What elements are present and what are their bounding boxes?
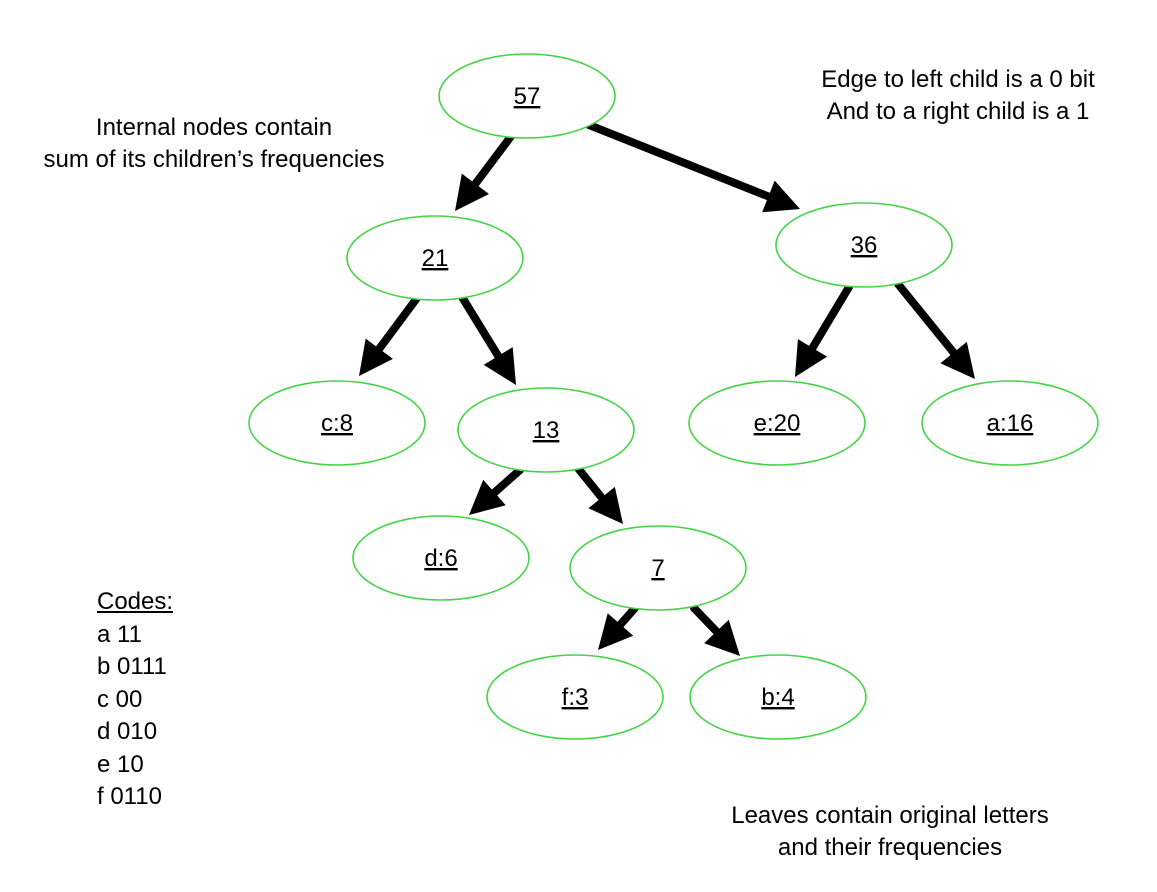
node-label: 57 [514,83,541,110]
node-label: b:4 [761,684,794,711]
node-label: e:20 [754,410,801,437]
node-ellipse [486,654,664,740]
tree-node-13: 13 [457,387,635,473]
edge-shaft [807,283,853,354]
edge-bits-note-line-2: And to a right child is a 1 [826,98,1090,125]
node-ellipse [775,202,953,288]
arrowhead-icon [940,341,975,379]
edge-arrow-13-7 [573,463,623,524]
node-ellipse [569,525,747,611]
node-label: c:8 [321,410,353,437]
edge-shaft [585,121,775,202]
arrowhead-icon [455,173,489,211]
arrowhead-icon [359,338,393,376]
code-entry: a 11 [97,620,142,648]
edge-shaft [894,280,959,359]
edge-arrow-7-b4 [690,604,740,656]
internal-nodes-note-line-1: Internal nodes contain [95,114,333,141]
node-label: d:6 [424,545,457,572]
codes-list: Codes: a 11 b 0111 c 00 d 010 e 10 f 011… [97,586,173,814]
leaves-note-line-1: Leaves contain original letters [731,802,1049,829]
edge-bits-note-line-1: Edge to left child is a 0 bit [821,66,1095,93]
internal-nodes-note-line-2: sum of its children’s frequencies [43,146,385,173]
node-ellipse [248,380,426,466]
edge-arrow-21-c8 [359,294,421,376]
edge-shaft [615,604,639,630]
tree-node-7: 7 [569,525,747,611]
arrowhead-icon [795,339,828,377]
node-label: 21 [422,245,449,272]
arrowhead-icon [598,613,634,650]
code-entry: e 10 [97,750,144,778]
edge-shaft [488,466,524,498]
edge-arrow-36-a16 [894,280,975,379]
codes-title: Codes: [97,588,174,615]
edge-bits-note: Edge to left child is a 0 bit And to a r… [760,64,1156,128]
arrowhead-icon [483,347,516,385]
node-ellipse [457,387,635,473]
tree-node-b4: b:4 [689,654,867,740]
node-label: 13 [533,417,560,444]
edge-shaft [690,604,722,637]
tree-node-d6: d:6 [352,515,530,601]
edge-arrow-21-13 [458,293,516,385]
tree-node-57: 57 [438,53,616,139]
tree-node-c8: c:8 [248,380,426,466]
edge-arrow-57-36 [585,121,800,213]
tree-node-36: 36 [775,202,953,288]
code-entry: b 0111 [97,653,167,680]
code-entry: f 0110 [97,783,162,810]
node-label: 36 [851,232,878,259]
node-ellipse [689,654,867,740]
node-label: f:3 [562,684,589,711]
edge-arrow-57-21 [455,131,516,211]
internal-nodes-note: Internal nodes contain sum of its childr… [0,112,428,176]
edge-shaft [470,131,516,190]
node-ellipse [438,53,616,139]
node-ellipse [921,380,1099,466]
arrowhead-icon [762,180,800,213]
arrowhead-icon [588,486,623,524]
node-label: 7 [651,555,664,582]
node-ellipse [688,380,866,466]
tree-node-f3: f:3 [486,654,664,740]
edge-shaft [573,463,607,504]
edge-arrow-36-e20 [795,283,853,377]
edge-shaft [458,293,504,362]
edge-arrow-7-f3 [598,604,639,650]
edge-arrow-13-d6 [469,466,524,515]
tree-edges [359,121,975,656]
tree-node-a16: a:16 [921,380,1099,466]
tree-node-e20: e:20 [688,380,866,466]
node-label: a:16 [987,410,1034,437]
tree-nodes: 57 21 36 c:8 13 e:20 a:16 d:6 7 f:3 b:4 [248,53,1099,740]
arrowhead-icon [704,619,740,656]
code-entry: c 00 [97,685,143,713]
code-entry: d 010 [97,718,158,745]
leaves-note-line-2: and their frequencies [777,834,1003,861]
tree-node-21: 21 [346,215,524,301]
arrowhead-icon [469,479,506,515]
node-ellipse [352,515,530,601]
edge-shaft [374,294,421,355]
leaves-note: Leaves contain original letters and thei… [680,800,1100,864]
node-ellipse [346,215,524,301]
